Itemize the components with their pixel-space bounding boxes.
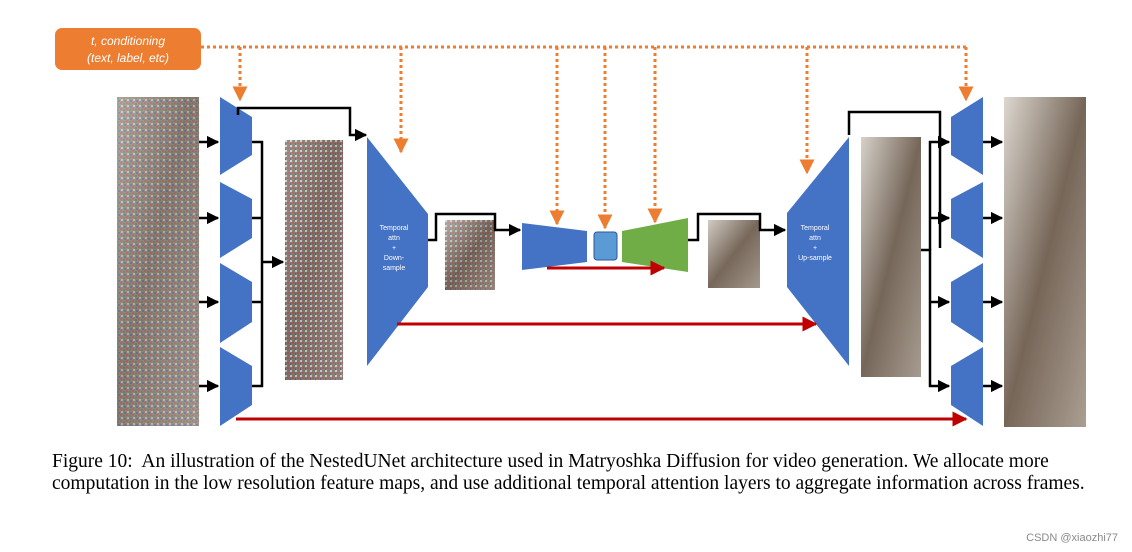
middle-block (593, 231, 618, 261)
svg-text:+: + (392, 245, 396, 252)
caption-prefix: Figure 10: (52, 451, 133, 472)
upsampled-frames (861, 137, 921, 377)
lowres-frame-right (708, 220, 760, 288)
svg-text:Down-: Down- (384, 255, 405, 262)
nestedunet-diagram: t, conditioning (text, label, etc) Tempo… (55, 28, 1086, 427)
conditioning-lines (201, 45, 974, 230)
svg-text:Up-sample: Up-sample (798, 255, 832, 262)
figure-caption: Figure 10: An illustration of the Nested… (52, 451, 1092, 495)
svg-text:Temporal: Temporal (801, 225, 830, 232)
svg-text:attn: attn (388, 235, 400, 242)
svg-text:Temporal: Temporal (380, 225, 409, 232)
temporal-upsample-block: Temporal attn + Up-sample (787, 137, 849, 366)
lowres-frame-left (445, 220, 495, 290)
svg-text:sample: sample (383, 265, 406, 272)
conditioning-line1: t, conditioning (91, 34, 165, 48)
input-noisy-frames (117, 97, 199, 426)
inner-decoder (622, 218, 688, 272)
conditioning-line2: (text, label, etc) (87, 51, 169, 65)
conditioning-box: t, conditioning (text, label, etc) (55, 28, 201, 70)
encoder-stack-left (220, 97, 252, 426)
flow-connections (199, 106, 1004, 393)
svg-text:+: + (813, 245, 817, 252)
skip-connections (236, 260, 968, 427)
downsampled-noisy-frames (285, 140, 343, 380)
caption-text: An illustration of the NestedUNet archit… (52, 451, 1085, 494)
temporal-downsample-block: Temporal attn + Down- sample (367, 137, 428, 366)
output-frames (1004, 97, 1086, 427)
inner-encoder (522, 223, 587, 270)
decoder-stack-right (951, 97, 983, 426)
watermark: CSDN @xiaozhi77 (1026, 532, 1118, 544)
svg-text:attn: attn (809, 235, 821, 242)
